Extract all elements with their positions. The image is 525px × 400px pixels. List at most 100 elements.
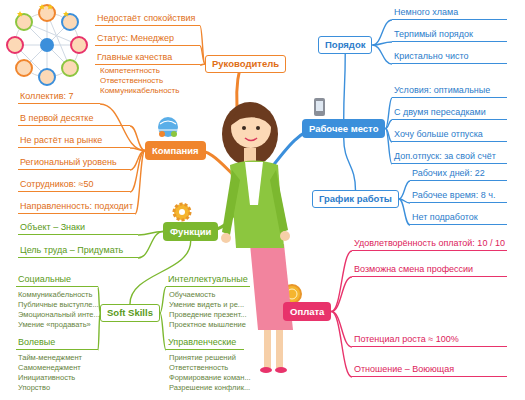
node-text: Управленческие bbox=[168, 336, 242, 348]
branch-connector bbox=[372, 45, 392, 64]
leaf-item: С двумя пересадками bbox=[392, 106, 507, 120]
leaf-item: Кристально чисто bbox=[392, 50, 507, 64]
person bbox=[16, 14, 32, 30]
list-item: Умение «продавать» bbox=[18, 320, 91, 329]
leg bbox=[276, 328, 283, 368]
leaf-item: Волевые bbox=[16, 336, 98, 350]
leaf-item: Нет подработок bbox=[410, 211, 507, 225]
branch-box: Оплата bbox=[283, 302, 331, 321]
leaf-item: Отношение – Воюющая bbox=[352, 363, 507, 377]
leaf-item: Возможна смена профессии bbox=[352, 263, 507, 277]
node-text: Региональный уровень bbox=[20, 156, 128, 168]
node-text: В первой десятке bbox=[20, 112, 128, 124]
node-text: Статус: Менеджер bbox=[97, 32, 198, 44]
leaf-item: Рабочее время: 8 ч. bbox=[410, 189, 507, 203]
person bbox=[62, 60, 78, 76]
branch-connector bbox=[130, 126, 145, 151]
mouth bbox=[245, 138, 257, 141]
branch-box: Функции bbox=[163, 222, 218, 241]
list-item: Упорство bbox=[18, 383, 50, 392]
node-text: Возможна смена профессии bbox=[354, 263, 505, 275]
node-text: Цель труда – Придумать bbox=[20, 244, 136, 256]
person bbox=[71, 37, 87, 53]
topic-box: Руководитель bbox=[205, 55, 286, 73]
node-text: Компания bbox=[152, 144, 199, 157]
leaf-item: Немного хлама bbox=[392, 6, 507, 20]
person bbox=[39, 69, 55, 85]
list-item: Проведение презент... bbox=[169, 310, 247, 319]
branch-connector bbox=[331, 251, 352, 312]
leaf-item: Объект – Знаки bbox=[18, 221, 138, 235]
leaf-item: Не растёт на рынке bbox=[18, 134, 130, 148]
ring bbox=[15, 13, 79, 77]
list-item: Эмоциональный инте... bbox=[18, 310, 100, 319]
node-text: Терпимый порядок bbox=[394, 28, 505, 40]
leaf-item: Интеллектуальные bbox=[166, 273, 250, 287]
branch-box: Компания bbox=[145, 141, 206, 160]
leaf-item: Коллектив: 7 bbox=[18, 90, 100, 104]
branch-box: Рабочее место bbox=[302, 119, 385, 138]
list-item: Формирование коман... bbox=[169, 373, 251, 382]
stars bbox=[17, 4, 69, 17]
leg bbox=[264, 328, 271, 368]
node-text: Отношение – Воюющая bbox=[354, 363, 505, 375]
hand bbox=[280, 231, 290, 241]
node-text: Сотрудников: ≈50 bbox=[20, 178, 128, 190]
leaf-item: Региональный уровень bbox=[18, 156, 130, 170]
node-text: Soft Skills bbox=[107, 307, 153, 319]
node-text: Интеллектуальные bbox=[168, 273, 248, 285]
leaf-item: Удовлетворённость оплатой: 10 / 10 bbox=[352, 237, 507, 251]
phone-screen bbox=[316, 101, 323, 111]
node-text: Кристально чисто bbox=[394, 50, 505, 62]
globe-lines bbox=[158, 121, 178, 130]
leaf-item: Главные качества bbox=[95, 51, 200, 65]
leaf-item: Социальные bbox=[16, 273, 98, 287]
node-text: Направленность: подходит bbox=[20, 200, 133, 212]
branch-connector bbox=[138, 232, 163, 259]
branch-connector bbox=[331, 277, 352, 312]
person bbox=[62, 14, 78, 30]
branch-connector bbox=[130, 148, 145, 151]
branch-connector bbox=[399, 181, 410, 199]
node-text: Функции bbox=[170, 225, 211, 238]
topic-box: Порядок bbox=[318, 36, 372, 54]
list-item: Коммуникабельность bbox=[18, 290, 92, 299]
person-dot bbox=[159, 131, 165, 137]
branch-icons bbox=[158, 98, 325, 303]
shoe bbox=[275, 367, 287, 373]
gear-hole bbox=[179, 209, 185, 215]
node-text: Главные качества bbox=[97, 51, 198, 63]
topic-box: Soft Skills bbox=[100, 304, 160, 322]
hair bbox=[222, 102, 278, 166]
node-text: Оплата bbox=[290, 305, 324, 318]
branch-connector bbox=[135, 151, 145, 215]
leaf-item: Потенциал роста ≈ 100% bbox=[352, 333, 507, 347]
list-item: Ответственность bbox=[169, 363, 228, 372]
branch-connector bbox=[344, 54, 346, 119]
node-text: Порядок bbox=[325, 39, 365, 51]
list-item: Коммуникабельность bbox=[100, 86, 179, 95]
arm bbox=[222, 170, 240, 235]
fringe bbox=[230, 105, 272, 128]
team-icon bbox=[7, 4, 87, 85]
branch-connector bbox=[160, 287, 166, 313]
node-text: Коллектив: 7 bbox=[20, 90, 98, 102]
leaf-item: Рабочих дней: 22 bbox=[410, 167, 507, 181]
list-item: Умение видеть и ре... bbox=[169, 300, 244, 309]
branch-connector bbox=[100, 104, 145, 151]
branch-connector bbox=[344, 138, 356, 190]
eye bbox=[256, 126, 260, 130]
leaf-item: Направленность: подходит bbox=[18, 200, 135, 214]
globe-icon bbox=[158, 117, 178, 137]
shoe bbox=[260, 367, 272, 373]
leaf-item: Управленческие bbox=[166, 336, 244, 350]
list-item: Проектное мышление bbox=[169, 320, 246, 329]
person bbox=[7, 37, 23, 53]
gear-icon bbox=[174, 204, 190, 220]
branch-connector bbox=[331, 312, 352, 378]
arm bbox=[270, 170, 288, 233]
list-item: Инициативность bbox=[18, 373, 75, 382]
topic-box: График работы bbox=[312, 190, 399, 208]
